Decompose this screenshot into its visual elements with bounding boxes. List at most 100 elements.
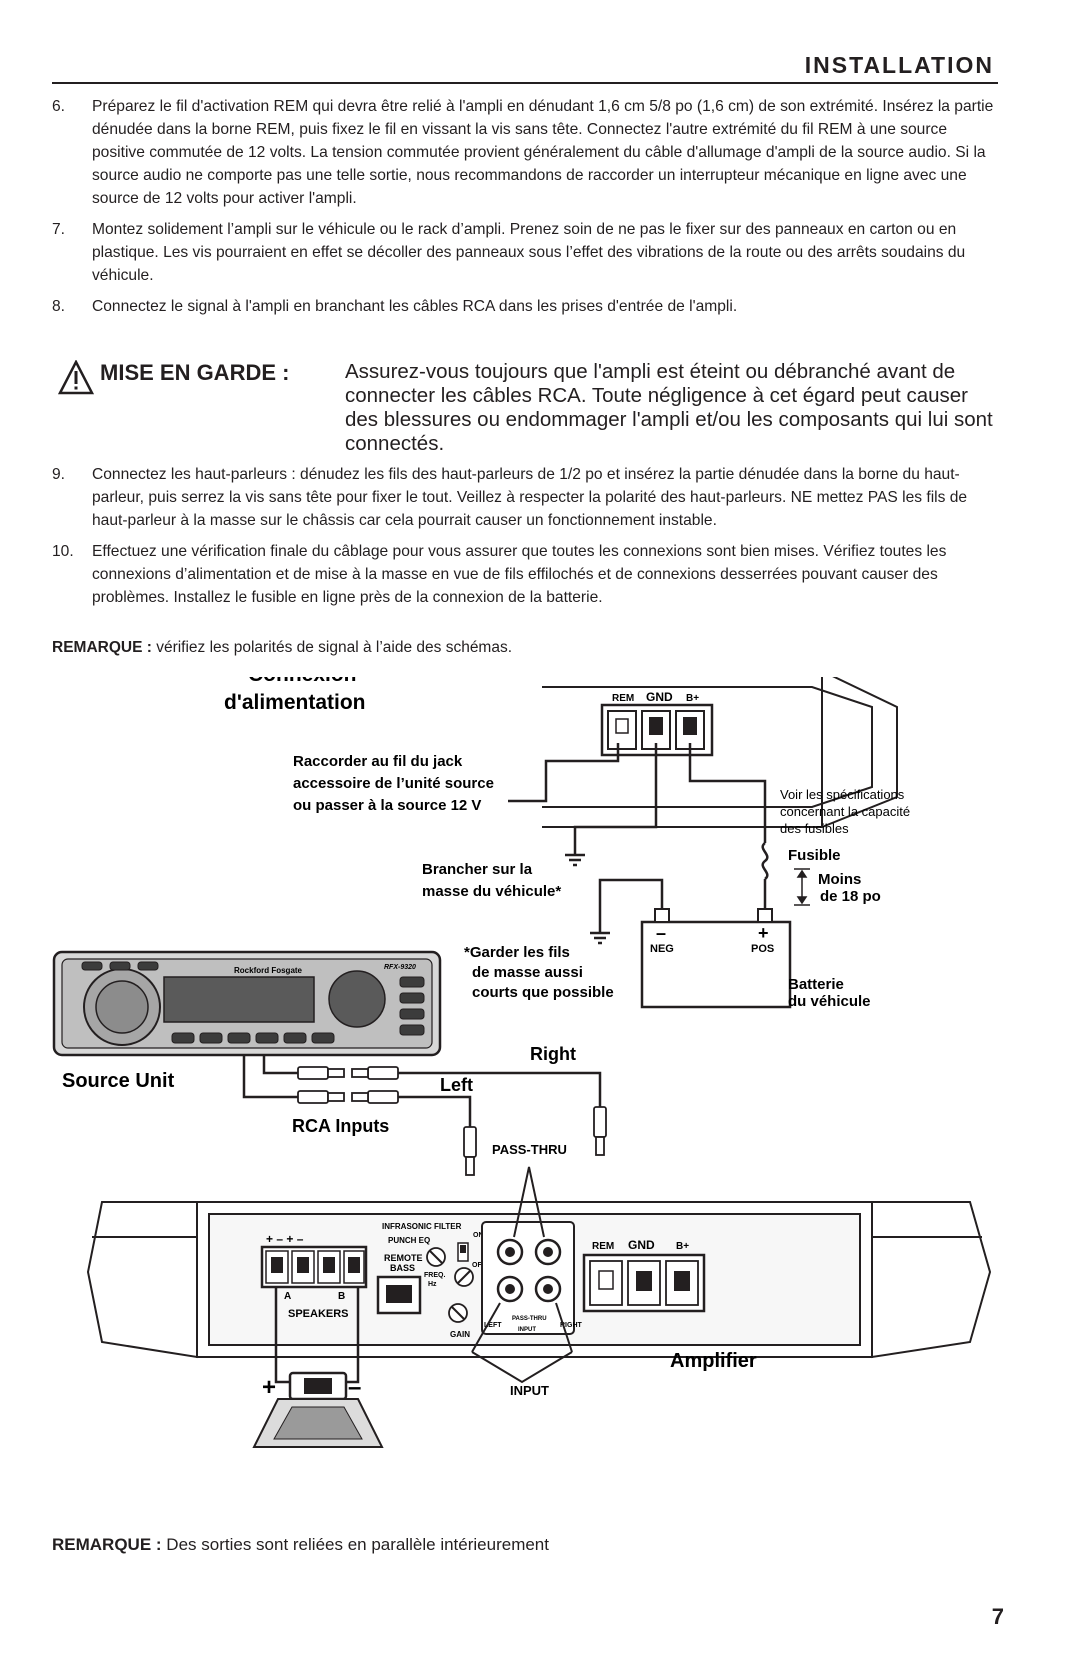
amp-left-label: LEFT	[484, 1322, 502, 1329]
punch-eq-label: PUNCH EQ	[388, 1236, 430, 1245]
amp-input-label: INPUT	[518, 1327, 536, 1333]
fuse-spec-3: des fusibles	[780, 821, 849, 836]
amp-power-terminals	[582, 1253, 706, 1313]
input-label: INPUT	[510, 1383, 549, 1398]
list-item: 10. Effectuez une vérification finale du…	[52, 540, 998, 609]
list-item: 8. Connectez le signal à l'ampli en bran…	[52, 295, 998, 318]
step-number: 10.	[52, 543, 74, 560]
battery-plus: +	[758, 923, 769, 943]
warning-block: MISE EN GARDE : Assurez-vous toujours qu…	[52, 360, 998, 460]
power-title-2: d'alimentation	[224, 691, 366, 714]
amp-top-body	[542, 677, 898, 828]
wiring-diagram: REM GND B+ Connexion d'alimentation Racc…	[52, 677, 992, 1448]
list-item: 9. Connectez les haut-parleurs : dénudez…	[52, 463, 998, 532]
rem-wire	[508, 743, 620, 803]
amp-bplus-label: B+	[676, 1241, 689, 1252]
freq-label: FREQ.	[424, 1272, 445, 1279]
moins-label-1: Moins	[818, 871, 861, 888]
note-text: vérifiez les polarités de signal à l’aid…	[156, 639, 513, 656]
moins-label-2: de 18 po	[820, 888, 881, 905]
step-text: Effectuez une vérification finale du câb…	[92, 543, 947, 606]
list-item: 6. Préparez le fil d'activation REM qui …	[52, 95, 998, 210]
rca-plugs-amp	[463, 1106, 607, 1176]
step-text: Préparez le fil d'activation REM qui dev…	[92, 98, 994, 207]
ground-note-2: masse du véhicule*	[422, 883, 561, 900]
right-label: Right	[530, 1044, 576, 1064]
note-label: REMARQUE :	[52, 1535, 162, 1554]
rem-note-1: Raccorder au fil du jack	[293, 753, 463, 770]
amp-gnd-label: GND	[628, 1238, 655, 1252]
rem-note-2: accessoire de l’unité source	[293, 775, 494, 792]
step-text: Connectez le signal à l'ampli en brancha…	[92, 298, 738, 315]
keep-short-1: *Garder les fils	[464, 944, 570, 961]
step-text: Connectez les haut-parleurs : dénudez le…	[92, 466, 968, 529]
warning-triangle-icon	[58, 360, 94, 395]
battery-ground-wire	[590, 878, 664, 945]
rem-note-3: ou passer à la source 12 V	[293, 797, 481, 814]
step-text: Montez solidement l’ampli sur le véhicul…	[92, 221, 966, 284]
fuse-label: Fusible	[788, 847, 841, 864]
radio-model: RFX-9320	[384, 964, 416, 971]
term-bplus-label: B+	[686, 693, 699, 704]
freq-knob	[454, 1267, 474, 1287]
note-text: Des sorties sont reliées en parallèle in…	[166, 1535, 549, 1554]
rca-inputs-label: RCA Inputs	[292, 1116, 389, 1136]
page-number: 7	[991, 1604, 1004, 1629]
battery-label-1: Batterie	[788, 976, 844, 993]
amp-right-label: RIGHT	[560, 1322, 583, 1329]
steps-list: 6. Préparez le fil d'activation REM qui …	[52, 95, 998, 326]
step-number: 7.	[52, 221, 66, 238]
list-item: 7. Montez solidement l’ampli sur le véhi…	[52, 218, 998, 287]
subwoofer-speaker	[252, 1371, 384, 1448]
term-gnd-label: GND	[646, 690, 673, 704]
gain-knob	[448, 1303, 468, 1323]
spk-a-label: A	[284, 1291, 291, 1302]
note-parallel: REMARQUE : Des sorties sont reliées en p…	[52, 1535, 549, 1555]
amp-rem-label: REM	[592, 1241, 614, 1252]
bplus-wire	[688, 743, 769, 909]
fuse-spec-1: Voir les spécifications	[780, 787, 905, 802]
keep-short-2: de masse aussi	[472, 964, 583, 981]
battery-minus: –	[656, 923, 666, 943]
infrasonic-label: INFRASONIC FILTER	[382, 1222, 462, 1231]
speakers-label: SPEAKERS	[288, 1308, 349, 1320]
gnd-wire	[565, 743, 658, 867]
source-unit	[52, 950, 442, 1057]
step-number: 6.	[52, 98, 66, 115]
ground-note-1: Brancher sur la	[422, 861, 533, 878]
radio-brand: Rockford Fosgate	[234, 966, 303, 975]
rca-cables-source	[242, 1055, 298, 1099]
warning-label: MISE EN GARDE :	[100, 360, 290, 385]
page-header: INSTALLATION	[52, 52, 998, 84]
term-rem-label: REM	[612, 693, 634, 704]
hz-label: Hz	[428, 1281, 437, 1288]
rca-cables-to-amp	[398, 1071, 602, 1127]
infrasonic-switch	[457, 1242, 469, 1262]
note-label: REMARQUE :	[52, 639, 152, 656]
note-polarity: REMARQUE : vérifiez les polarités de sig…	[52, 639, 512, 657]
steps-list-2: 9. Connectez les haut-parleurs : dénudez…	[52, 463, 998, 617]
remote-bass-port	[376, 1275, 422, 1315]
on-label: ON	[473, 1232, 484, 1239]
speaker-plus: +	[262, 1374, 276, 1401]
left-label: Left	[440, 1075, 473, 1095]
spk-b-label: B	[338, 1291, 345, 1302]
spk-signs: + – + –	[266, 1232, 304, 1246]
speaker-terminal-block	[260, 1245, 368, 1289]
power-title-1: Connexion	[248, 677, 357, 686]
battery	[640, 908, 792, 1009]
fuse-spec-2: concernant la capacité	[780, 804, 910, 819]
source-unit-label: Source Unit	[62, 1070, 175, 1092]
battery-pos-label: POS	[751, 943, 774, 955]
amp-pass-label: PASS-THRU	[512, 1316, 547, 1322]
battery-label-2: du véhicule	[788, 993, 871, 1010]
battery-neg-label: NEG	[650, 943, 674, 955]
gain-label: GAIN	[450, 1330, 470, 1339]
distance-indicator	[794, 868, 810, 906]
step-number: 8.	[52, 298, 66, 315]
off-label: OFF	[472, 1262, 487, 1269]
section-title: INSTALLATION	[804, 52, 994, 78]
warning-text: Assurez-vous toujours que l'ampli est ét…	[345, 360, 993, 455]
rca-plugs-source	[297, 1066, 399, 1104]
amp-rca-panel	[481, 1221, 575, 1335]
